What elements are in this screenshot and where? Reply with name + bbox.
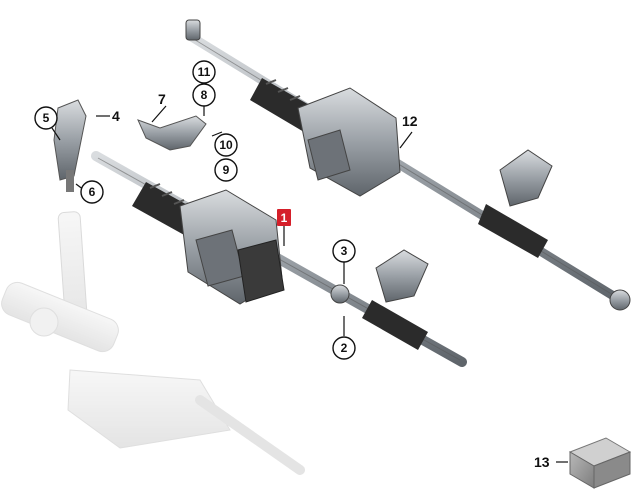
boot-right-1	[362, 300, 428, 350]
valve-housing-12	[499, 149, 553, 207]
svg-text:8: 8	[201, 88, 208, 102]
callout-4[interactable]: 4	[112, 108, 120, 124]
svg-text:2: 2	[341, 341, 348, 355]
svg-text:5: 5	[43, 111, 50, 125]
callout-10[interactable]: 10	[214, 133, 238, 157]
steering-rack-12[interactable]	[185, 19, 631, 311]
bracket-7[interactable]	[137, 115, 207, 151]
callout-9[interactable]: 9	[214, 158, 238, 182]
ghost-assembly	[1, 211, 305, 475]
svg-text:10: 10	[219, 138, 233, 152]
svg-text:1: 1	[281, 211, 288, 225]
callout-12[interactable]: 12	[402, 113, 418, 129]
callout-8[interactable]: 8	[192, 83, 216, 107]
steering-rack-1[interactable]	[91, 151, 467, 367]
motor-unit-1	[237, 239, 285, 303]
svg-text:6: 6	[89, 185, 96, 199]
callout-3[interactable]: 3	[332, 239, 356, 263]
svg-text:11: 11	[198, 65, 211, 79]
callout-6[interactable]: 6	[80, 180, 104, 204]
callout-13[interactable]: 13	[534, 454, 550, 470]
callout-1[interactable]: 1	[277, 209, 291, 226]
boot-right-12	[478, 204, 548, 258]
column-part-4[interactable]	[53, 99, 87, 192]
box-13[interactable]	[568, 437, 632, 489]
callout-7[interactable]: 7	[158, 91, 166, 107]
valve-housing-1	[375, 249, 429, 303]
callout-2[interactable]: 2	[332, 336, 356, 360]
callout-5[interactable]: 5	[34, 106, 58, 130]
svg-text:3: 3	[341, 244, 348, 258]
svg-text:9: 9	[223, 163, 230, 177]
callout-11[interactable]: 11	[192, 60, 216, 84]
